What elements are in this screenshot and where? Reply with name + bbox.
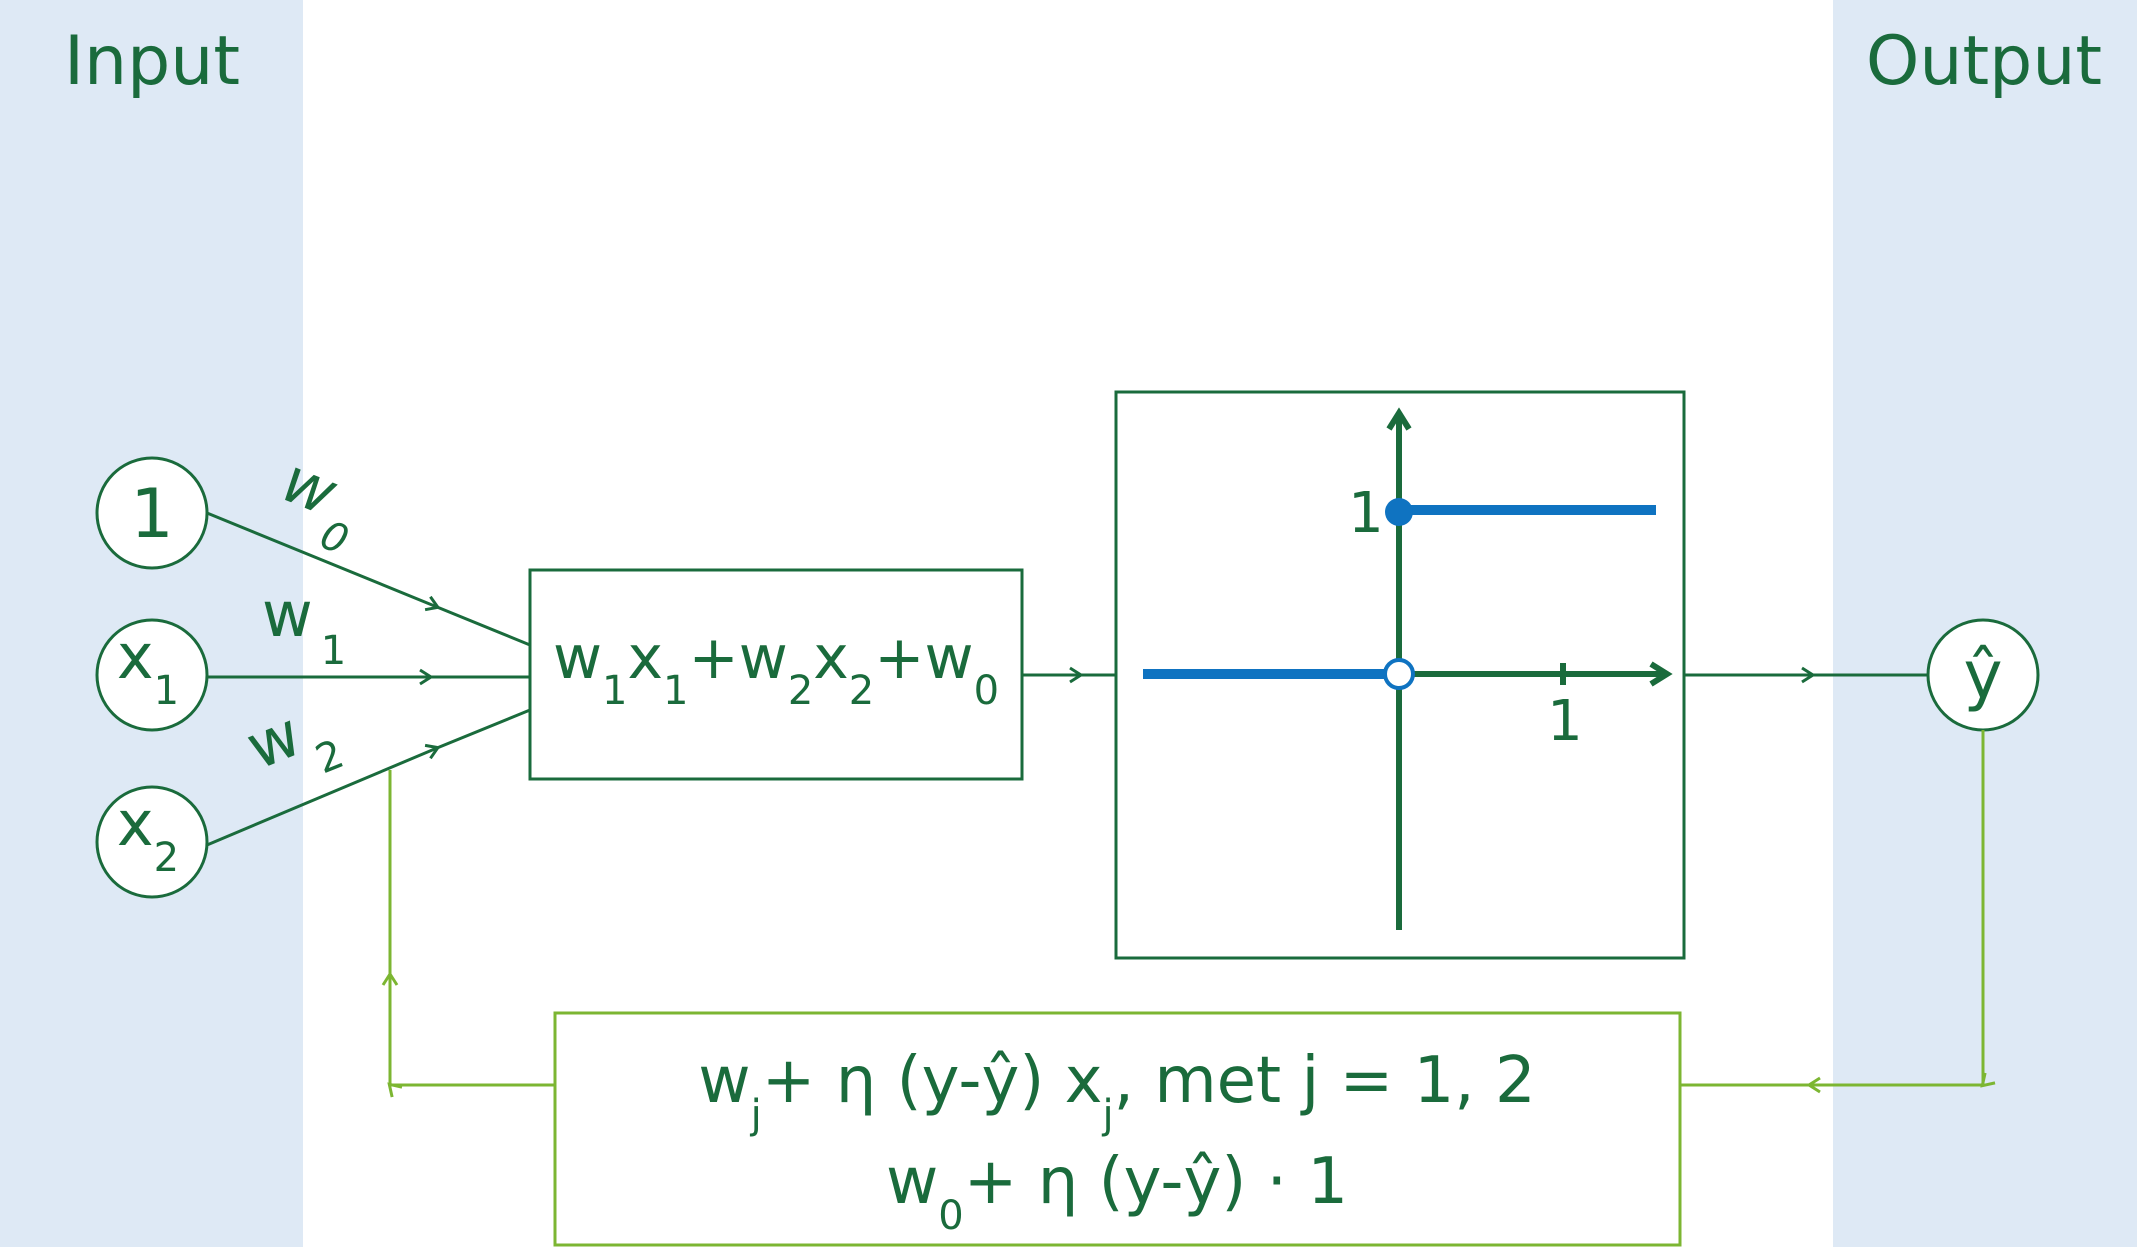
x2-node [95, 785, 209, 899]
plot-y-tick-label: 1 [1348, 481, 1384, 546]
bias-node-label: 1 [130, 475, 173, 554]
weighted-sum-formula: w1x1+w2x2+w0 [553, 623, 999, 714]
x1-node-label: x1 [117, 620, 179, 714]
x1-node [95, 618, 209, 732]
update-rule-line2: w0+ η (y-ŷ) · 1 [886, 1145, 1348, 1239]
feedback-from-output [1680, 730, 1996, 1094]
step-filled-point [1385, 498, 1413, 526]
feedback-to-weights [381, 770, 555, 1098]
step-open-point [1383, 658, 1415, 690]
weighted-sum-box [528, 568, 1024, 781]
plot-x-tick-label: 1 [1547, 689, 1583, 754]
output-title: Output [1866, 22, 2102, 101]
output-node-label: ŷ [1963, 637, 2002, 714]
update-rule-line1: wj+ η (y-ŷ) xj, met j = 1, 2 [698, 1044, 1535, 1138]
x2-node-label: x2 [117, 787, 179, 881]
input-title: Input [64, 22, 240, 101]
connection-w0 [206, 511, 531, 647]
connection-w2 [206, 708, 531, 847]
update-rule-box [553, 1011, 1682, 1247]
